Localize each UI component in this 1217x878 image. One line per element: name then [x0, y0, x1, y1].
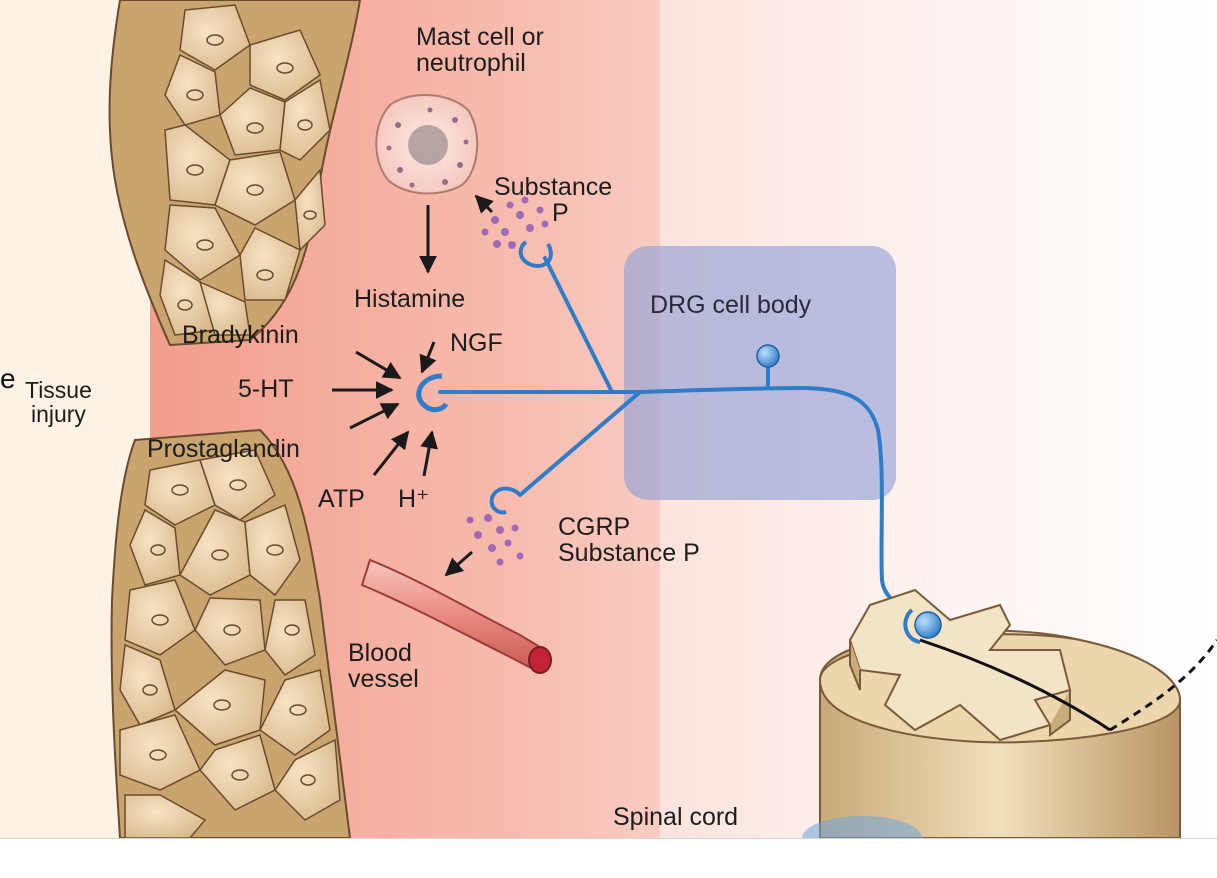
label-ngf: NGF: [450, 330, 503, 356]
label-atp: ATP: [318, 486, 365, 512]
cropped-text-fragment: e: [0, 365, 16, 393]
label-histamine: Histamine: [354, 286, 465, 312]
label-spinal-cord: Spinal cord: [613, 804, 738, 830]
drg-highlight-box: [624, 246, 896, 500]
label-bradykinin: Bradykinin: [182, 322, 299, 348]
label-5ht: 5-HT: [238, 376, 294, 402]
label-drg-cell-body: DRG cell body: [650, 292, 811, 318]
mast-cell: [376, 95, 477, 194]
label-h-plus: H⁺: [398, 486, 429, 512]
drg-cell-body-node: [757, 345, 779, 367]
dorsal-horn-synapse: [915, 612, 941, 638]
bottom-bar: [0, 838, 1217, 878]
label-prostaglandin: Prostaglandin: [147, 436, 300, 462]
